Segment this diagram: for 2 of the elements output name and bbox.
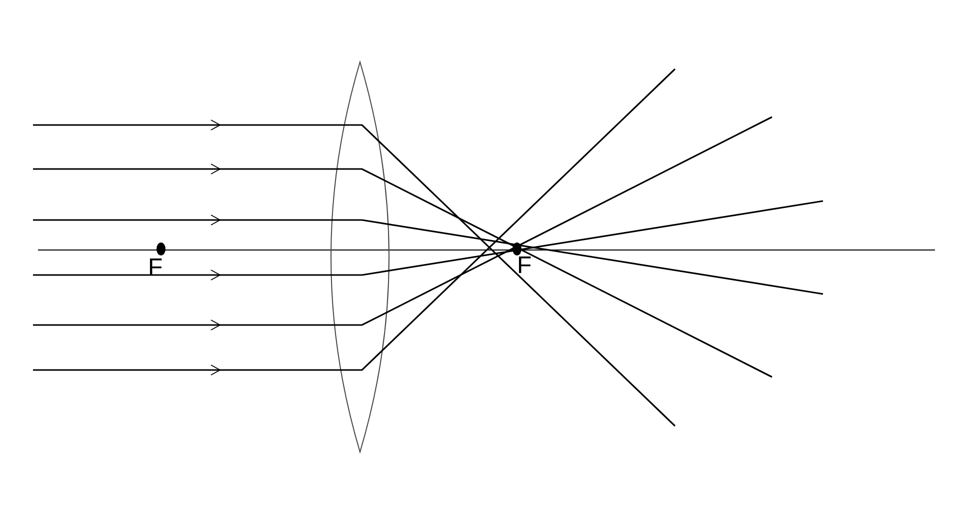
focal-point-label: F <box>148 256 163 280</box>
focal-point-label: F <box>517 254 532 278</box>
